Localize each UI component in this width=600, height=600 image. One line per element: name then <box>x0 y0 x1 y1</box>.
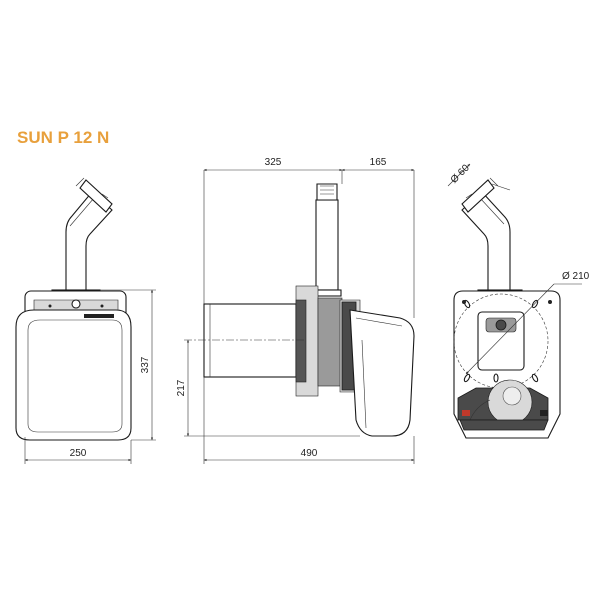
side-view-hood <box>349 309 415 437</box>
side-view-burner-tube <box>203 303 297 378</box>
front-view-cover <box>15 309 132 441</box>
dim-height-337: 337 <box>140 356 151 373</box>
dim-width-250: 250 <box>70 448 87 459</box>
dim-tube-diameter: Ø 60 <box>449 162 472 185</box>
dim-length-325: 325 <box>265 157 282 168</box>
front-view-feed-tube <box>65 177 113 291</box>
back-view: Ø 60 Ø 210 <box>447 162 590 439</box>
dim-length-490: 490 <box>301 448 318 459</box>
product-title: SUN P 12 N <box>17 128 109 147</box>
side-view-feed-tube <box>312 183 342 297</box>
dim-length-165: 165 <box>370 157 387 168</box>
dim-flange-diameter: Ø 210 <box>562 271 590 282</box>
front-view: 250 337 <box>15 177 156 464</box>
side-view: 325 165 490 217 <box>176 157 415 464</box>
back-view-flange-circle <box>453 293 549 389</box>
back-view-feed-tube <box>461 177 511 291</box>
dim-axis-height-217: 217 <box>176 379 187 396</box>
